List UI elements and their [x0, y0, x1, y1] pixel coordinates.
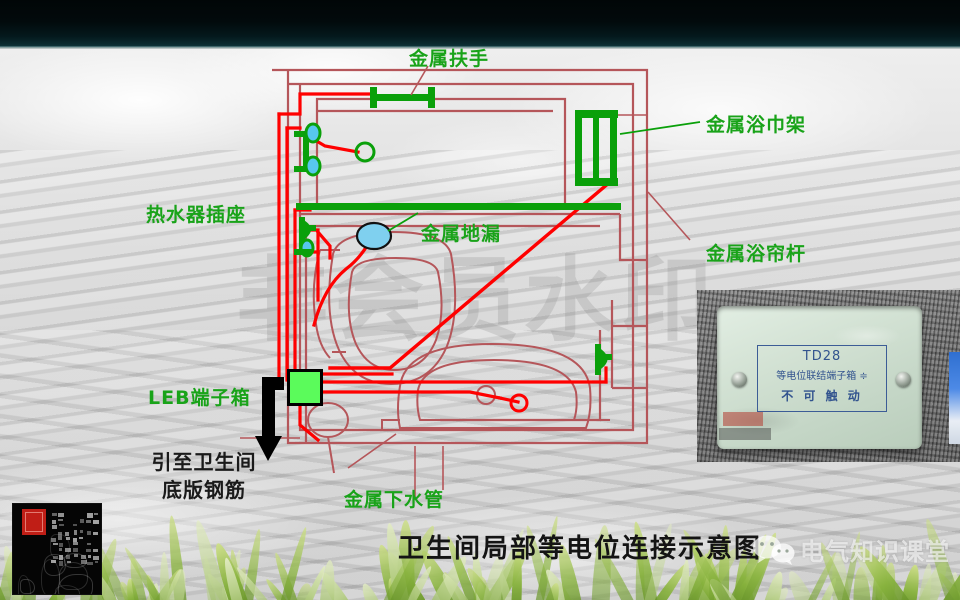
- calligraphy-stroke: [93, 548, 98, 552]
- td28-text-frame: TD28 等电位联结端子箱 ≑ 不 可 触 动: [757, 345, 887, 412]
- calligraphy-stroke: [93, 519, 99, 524]
- photo-edge-strip: [949, 352, 960, 444]
- td28-description: 等电位联结端子箱 ≑: [776, 371, 868, 382]
- wechat-account-name: 电气知识课堂: [800, 538, 950, 566]
- bathtub-fixture: [381, 342, 610, 430]
- calligraphy-stroke: [72, 542, 78, 545]
- label-to-rebar-line2: 底版钢筋: [162, 478, 246, 502]
- top-dark-band: [0, 0, 960, 48]
- metal-handrail: [370, 87, 435, 108]
- handrail-leader-line: [410, 65, 429, 96]
- calligraphy-stroke: [58, 524, 64, 527]
- calligraphy-stroke: [86, 543, 92, 546]
- wechat-icon: [753, 535, 795, 565]
- label-shower-curtain-rod: 金属浴帘杆: [706, 243, 807, 265]
- calligraphy-stroke: [52, 512, 58, 516]
- calligraphy-stroke: [79, 530, 83, 534]
- calligraphy-stroke: [87, 561, 93, 566]
- calligraphy-stroke: [87, 513, 93, 518]
- toilet-fixture: [312, 230, 457, 386]
- metal-floor-drain: [355, 221, 393, 251]
- calligraphy-stroke: [52, 519, 57, 524]
- calligraphy-stroke: [94, 561, 99, 564]
- wall-outline: [272, 68, 649, 445]
- green-leader-lines: [387, 121, 701, 232]
- ink-painting-thumbnail: [12, 503, 102, 595]
- label-leb-terminal-box: LEB端子箱: [148, 387, 251, 409]
- label-to-rebar-line1: 引至卫生间: [151, 450, 257, 474]
- leb-terminal-box[interactable]: [287, 369, 323, 406]
- calligraphy-stroke: [72, 524, 78, 527]
- red-seal-icon: [22, 509, 46, 535]
- screw-left-icon: [732, 372, 747, 387]
- label-metal-towel-rack: 金属浴巾架: [706, 114, 807, 136]
- wechat-watermark: 电气知识课堂: [752, 532, 950, 567]
- td28-warning: 不 可 触 动: [781, 389, 863, 403]
- label-water-heater-socket: 热水器插座: [146, 204, 247, 226]
- td28-terminal-box-photo: TD28 等电位联结端子箱 ≑ 不 可 触 动: [697, 290, 960, 462]
- photo-red-sticker: [723, 412, 763, 426]
- calligraphy-stroke: [87, 554, 92, 558]
- background-clouds: [0, 40, 960, 270]
- bonding-conductor-wires: [277, 92, 613, 443]
- label-metal-handrail: 金属扶手: [409, 48, 490, 70]
- screw-right-icon: [896, 372, 911, 387]
- ink-stroke: [18, 575, 32, 594]
- metal-towel-rack: [575, 110, 618, 186]
- curtain-rod-wall-symbol: [595, 344, 612, 375]
- td28-code: TD28: [802, 349, 842, 364]
- calligraphy-stroke: [72, 537, 77, 543]
- bonding-wire-endpoint: [509, 393, 529, 413]
- label-to-rebar: 引至卫生间 底版钢筋: [144, 448, 264, 504]
- calligraphy-stroke: [51, 525, 57, 530]
- label-metal-floor-drain: 金属地漏: [421, 223, 502, 245]
- calligraphy-stroke: [86, 548, 91, 553]
- calligraphy-stroke: [79, 536, 84, 539]
- washbasin-fixture: [307, 402, 349, 474]
- calligraphy-stroke: [93, 531, 99, 536]
- down-arrow-to-rebar: [255, 377, 284, 461]
- calligraphy-stroke: [65, 531, 69, 537]
- ink-stroke: [43, 554, 66, 576]
- top-band-edge: [0, 46, 960, 49]
- calligraphy-stroke: [58, 512, 65, 518]
- calligraphy-stroke: [94, 512, 98, 516]
- calligraphy-stroke: [73, 548, 79, 553]
- lower-socket-symbol: [294, 217, 316, 258]
- calligraphy-stroke: [86, 531, 92, 535]
- calligraphy-stroke: [80, 518, 85, 523]
- calligraphy-stroke: [73, 530, 78, 535]
- metal-shower-curtain-rod: [296, 203, 621, 210]
- water-heater-socket-symbol: [294, 122, 376, 177]
- calligraphy-stroke: [66, 537, 71, 541]
- photo-gray-sticker: [719, 428, 771, 440]
- calligraphy-stroke: [86, 519, 92, 523]
- calligraphy-stroke: [93, 555, 100, 560]
- ink-stroke: [64, 553, 88, 568]
- page-title: 卫生间局部等电位连接示意图: [398, 534, 763, 564]
- label-metal-drain-pipe: 金属下水管: [344, 489, 445, 511]
- calligraphy-stroke: [58, 518, 63, 522]
